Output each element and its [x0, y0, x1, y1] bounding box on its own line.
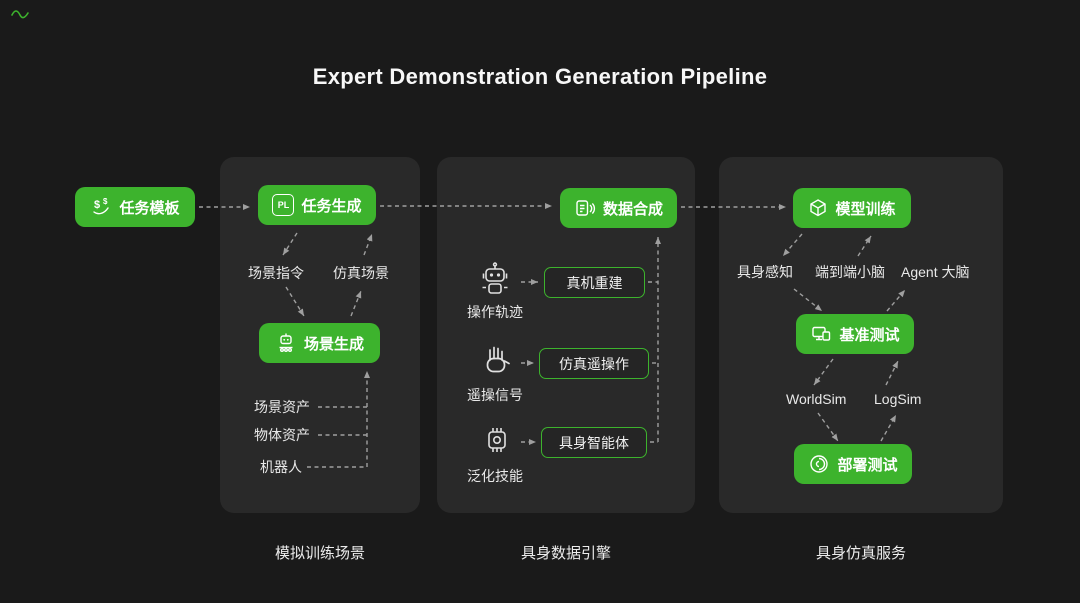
node-embodied-agent[interactable]: 具身智能体: [541, 427, 647, 458]
node-label: 场景生成: [303, 335, 364, 353]
node-label: 数据合成: [602, 200, 663, 218]
node-label: 基准测试: [839, 326, 900, 344]
fingerprint-deploy-icon: [810, 455, 829, 473]
caption-sim-training-scene: 模拟训练场景: [274, 545, 365, 562]
label-embodied-perception: 具身感知: [737, 264, 793, 280]
label-scene-instruction: 场景指令: [248, 265, 304, 281]
svg-text:$: $: [103, 197, 108, 206]
node-real-machine-reconstruction[interactable]: 真机重建: [544, 267, 645, 298]
label-operation-trajectory: 操作轨迹: [467, 304, 523, 320]
label-robot: 机器人: [260, 459, 302, 475]
node-model-training[interactable]: 模型训练: [793, 188, 911, 228]
label-logsim: LogSim: [874, 391, 922, 407]
caption-embodied-data-engine: 具身数据引擎: [520, 545, 611, 562]
label-worldsim: WorldSim: [786, 391, 847, 407]
label-object-assets: 物体资产: [254, 427, 310, 443]
corner-logo-icon: [11, 10, 29, 19]
label-end-to-end-cerebellum: 端到端小脑: [815, 264, 885, 280]
glove-icon: [486, 346, 510, 373]
money-doodle-icon: $ $: [93, 197, 110, 215]
label-scene-assets: 场景资产: [254, 399, 310, 415]
node-label: 仿真遥操作: [559, 355, 629, 372]
robot-icon: [482, 262, 508, 294]
node-label: 任务生成: [301, 197, 362, 215]
pl-badge-icon: PL: [272, 194, 295, 216]
label-agent-brain: Agent 大脑: [901, 264, 970, 280]
node-scene-generation[interactable]: 场景生成: [259, 323, 380, 363]
label-sim-scene: 仿真场景: [333, 265, 389, 281]
page-title: Expert Demonstration Generation Pipeline: [312, 64, 768, 89]
broadcast-icon: [576, 200, 596, 216]
node-label: 具身智能体: [559, 434, 629, 451]
monitor-devices-icon: [812, 326, 831, 341]
node-task-generation[interactable]: PL 任务生成: [258, 185, 376, 225]
node-sim-teleoperation[interactable]: 仿真遥操作: [539, 348, 649, 379]
label-generalization-skill: 泛化技能: [467, 468, 523, 484]
node-data-synthesis[interactable]: 数据合成: [560, 188, 677, 228]
cube-icon: [810, 199, 827, 217]
svg-text:$: $: [94, 199, 100, 211]
node-label: 部署测试: [837, 456, 898, 474]
node-benchmark-testing[interactable]: 基准测试: [796, 314, 914, 354]
skill-chip-icon: [488, 428, 506, 452]
node-label: 真机重建: [566, 274, 623, 291]
node-deployment-testing[interactable]: 部署测试: [794, 444, 912, 484]
label-teleop-signal: 遥操信号: [467, 387, 523, 403]
caption-embodied-sim-service: 具身仿真服务: [815, 545, 906, 562]
robot-conveyor-icon: [279, 333, 293, 353]
node-label: 任务模板: [119, 199, 180, 217]
node-label: 模型训练: [835, 200, 896, 218]
node-task-template[interactable]: $ $ 任务模板: [75, 187, 195, 227]
